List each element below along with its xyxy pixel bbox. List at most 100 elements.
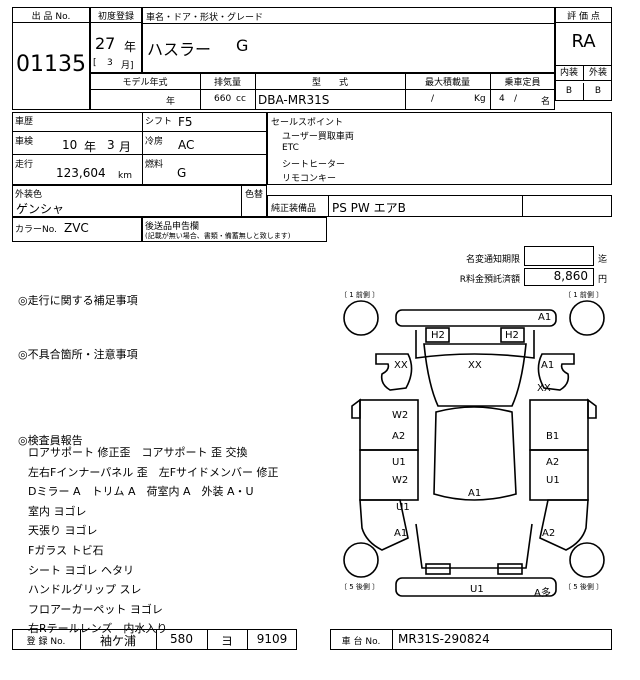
wheel-rear-right	[569, 542, 605, 578]
color-no-label: カラーNo.	[15, 225, 57, 235]
model-year-unit: 年	[166, 97, 176, 107]
mirror-left	[351, 398, 361, 419]
ac-label: 冷房	[145, 137, 164, 147]
exterior-grade: B	[594, 86, 602, 96]
first-reg-month: 3	[107, 58, 113, 68]
standard-equipment: PS PW エアB	[332, 201, 406, 215]
change-deadline-unit: 迄	[598, 255, 608, 265]
car-diagram-svg	[343, 300, 605, 597]
inspection-month: 3	[107, 138, 115, 152]
recycle-amount: 8,860	[553, 269, 588, 283]
shift: F5	[178, 115, 193, 129]
color-change-label: 色替	[245, 190, 264, 200]
exterior-color: ゲンシャ	[16, 202, 65, 216]
sales-point-3: シートヒーター	[282, 160, 346, 170]
reg-kana: ヨ	[220, 634, 233, 648]
spec-sep-3	[405, 73, 406, 110]
car-name-box	[142, 7, 555, 73]
mark-quarter-right-a2: A2	[542, 528, 556, 539]
lot-number: 01135	[16, 52, 86, 77]
mark-door-left-a2: A2	[392, 431, 406, 442]
chassis-sep	[392, 629, 393, 650]
reg-sep-2	[156, 629, 157, 650]
sales-point-4: リモコンキー	[282, 174, 337, 184]
inspection-label: 車検	[15, 137, 34, 147]
spec-sep-1	[200, 73, 201, 110]
reg-number: 9109	[256, 632, 288, 646]
fuel-label: 燃料	[145, 160, 164, 170]
later-report-note: (記載が無い場合、書類・備蓄無しと致します)	[145, 232, 291, 240]
mileage: 123,604	[56, 166, 106, 180]
type-label: 型 式	[311, 78, 348, 88]
mark-bumper-front: A1	[538, 312, 552, 323]
taillight-right	[497, 563, 523, 575]
mark-fender-left: XX	[394, 360, 408, 371]
first-reg-month-open: [	[93, 58, 97, 68]
inspector-line: Fガラス トビ石	[28, 543, 104, 557]
max-load-label: 最大積載量	[424, 78, 470, 88]
sales-points-box	[267, 112, 612, 185]
mark-headlight-right: H2	[505, 330, 519, 341]
history-label: 車歴	[15, 117, 34, 127]
rear-left-bracket: 〔 5 後側 〕	[340, 583, 380, 591]
shift-label: シフト	[145, 117, 173, 127]
inspector-line: 右Rテールレンズ 内水入り	[28, 622, 168, 636]
mileage-unit: km	[118, 171, 132, 181]
mark-door-right-a2: A2	[546, 457, 560, 468]
first-reg-box	[90, 7, 142, 73]
inspector-line: ハンドルグリップ スレ	[28, 583, 142, 597]
reg-sep-1	[80, 629, 81, 650]
grade: G	[236, 36, 249, 55]
standard-equipment-label: 純正装備品	[271, 204, 317, 214]
registration-box	[12, 629, 297, 650]
rear-door-left	[359, 449, 419, 501]
mark-door-left-u1: U1	[392, 457, 406, 468]
chassis-box	[330, 629, 612, 650]
exterior-label: 外装	[584, 65, 612, 81]
ac: AC	[178, 138, 195, 152]
first-reg-label: 初度登録	[91, 9, 141, 23]
inspector-line: Dミラー A トリム A 荷室内 A 外装 A・U	[28, 485, 254, 499]
capacity-label: 乗車定員	[504, 78, 541, 88]
wheel-rear-left	[343, 542, 379, 578]
taillight-left	[425, 563, 451, 575]
reg-sep-3	[207, 629, 208, 650]
reg-class: 580	[170, 632, 193, 646]
mark-door-left-w2: W2	[392, 410, 409, 421]
lot-number-label: 出 品 No.	[13, 9, 89, 23]
front-bumper	[395, 309, 557, 327]
mark-rear-a-many: A多	[534, 588, 551, 599]
first-reg-month-unit: 月]	[121, 61, 134, 71]
capacity: 4	[499, 94, 505, 104]
mark-fender-right-a1: A1	[541, 360, 555, 371]
rear-right-bracket: 〔 5 後側 〕	[564, 583, 604, 591]
chassis-no-label: 車 台 No.	[341, 637, 381, 647]
interior-grade: B	[555, 83, 584, 101]
inspection-month-unit: 月	[119, 140, 132, 154]
color-change-sep	[241, 185, 242, 217]
front-fender-right	[537, 353, 575, 391]
score-label: 評 価 点	[556, 9, 611, 23]
car-diagram: 〔 1 前側 〕 〔 1 前側 〕 〔 5 後側 〕 〔 5 後側 〕 A1 H…	[338, 288, 612, 628]
spec-row-box	[90, 73, 555, 110]
first-reg-year-unit: 年	[124, 40, 137, 54]
exterior-color-label: 外装色	[15, 190, 43, 200]
details-divider-2	[12, 154, 267, 155]
capacity-unit: 名	[541, 97, 551, 107]
headlight-left	[425, 327, 450, 343]
rear-bumper	[395, 577, 557, 597]
model-year-label: モデル年式	[122, 78, 168, 88]
details-divider-v	[142, 112, 143, 185]
recycle-box	[524, 268, 594, 286]
max-load-slash: /	[431, 94, 435, 104]
standard-equipment-box	[267, 195, 612, 217]
front-right-bracket: 〔 1 前側 〕	[564, 291, 604, 299]
details-box	[12, 112, 267, 185]
spec-sep-2	[255, 73, 256, 110]
interior-label: 内装	[555, 65, 584, 81]
max-load-unit: Kg	[474, 94, 486, 104]
score: RA	[571, 31, 596, 52]
rear-quarter-right	[539, 499, 589, 551]
displacement-unit: cc	[236, 94, 246, 104]
front-door-left	[359, 399, 419, 451]
